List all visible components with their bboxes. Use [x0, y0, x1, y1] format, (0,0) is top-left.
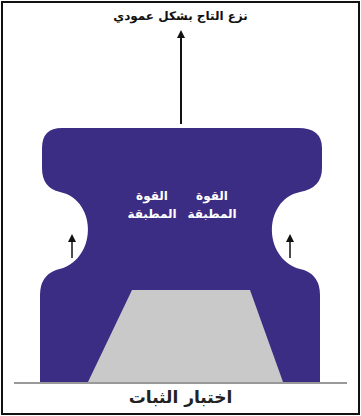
force-arrow [289, 238, 291, 258]
force-arrow [71, 238, 73, 258]
force-label: القوة المطبقة [124, 187, 180, 223]
tooth-abutment [88, 290, 283, 382]
base-line [14, 382, 347, 384]
force-label: القوة المطبقة [184, 187, 240, 223]
caption: اختبار الثبات [10, 387, 351, 407]
crown-shape: القوة المطبقةالقوة المطبقة [38, 126, 324, 384]
pull-label: نزع التاج بشكل عمودي [10, 9, 351, 23]
crown-outline [38, 126, 324, 384]
crown-body [40, 128, 322, 382]
pull-arrow [180, 34, 182, 124]
